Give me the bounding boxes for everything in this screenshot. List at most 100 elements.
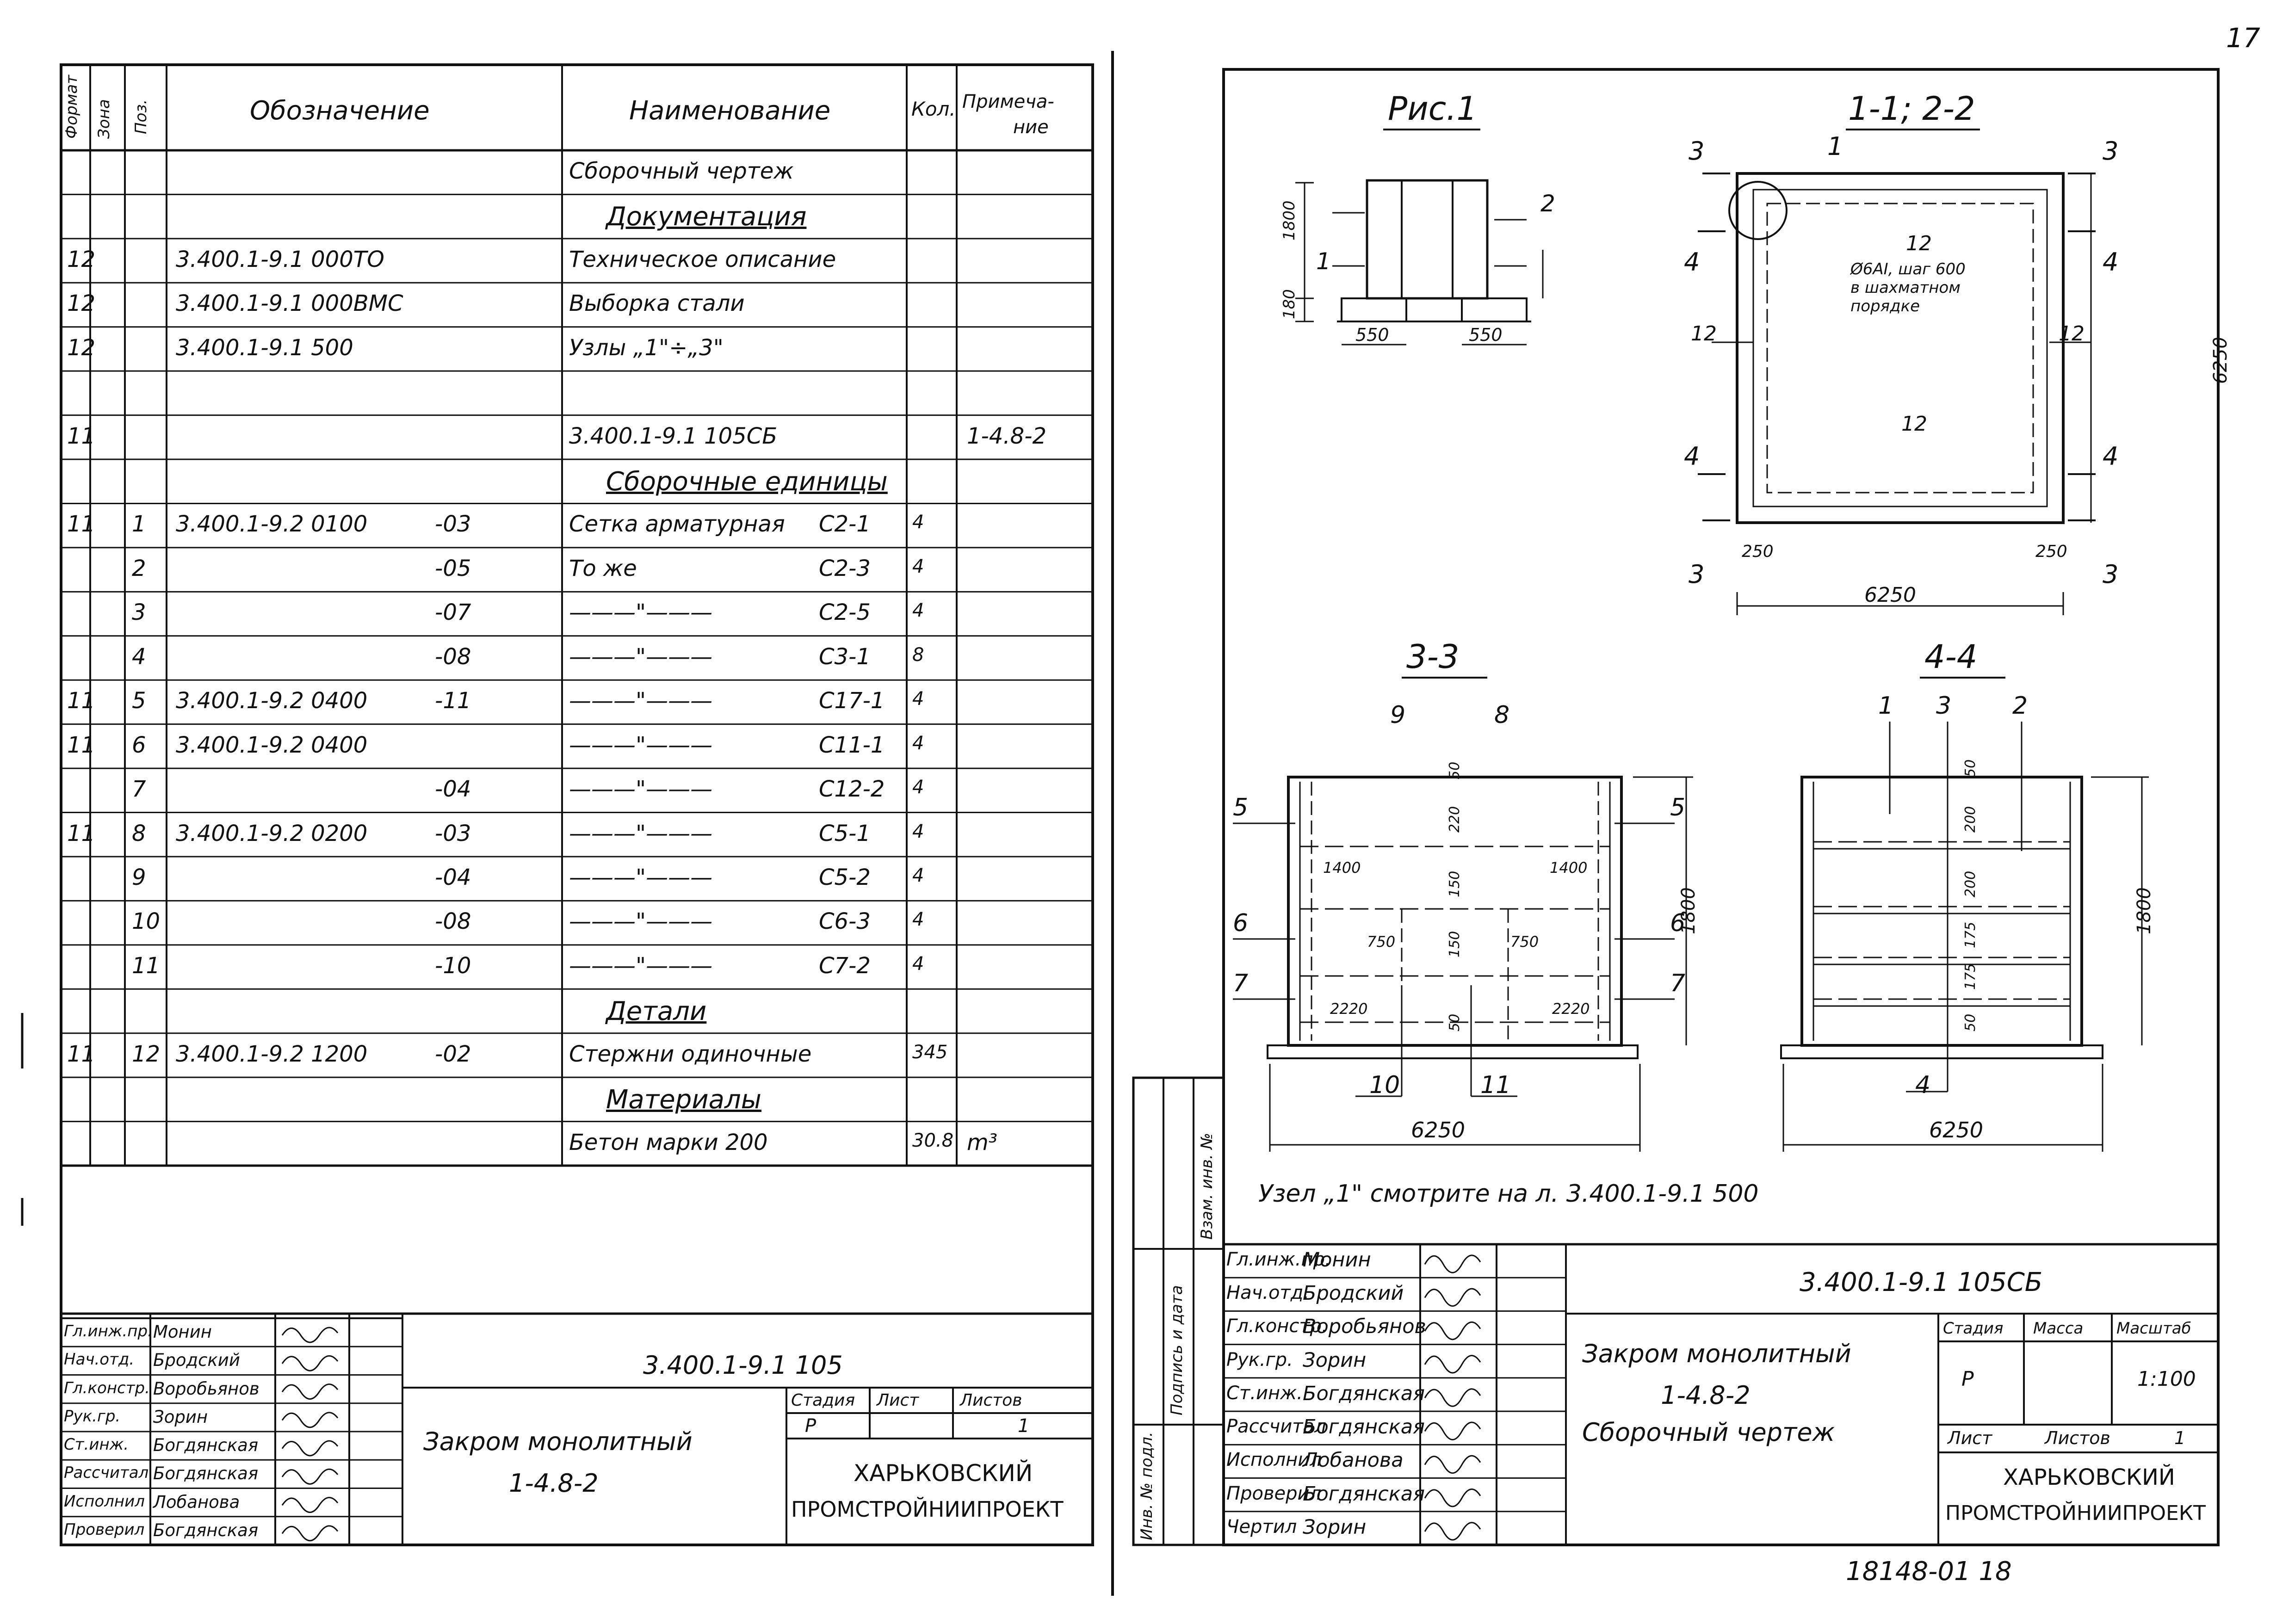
- sec33-title: 3-3: [1406, 638, 1460, 676]
- spec-cell-mark: С6-3: [819, 908, 871, 935]
- right_stamp-name: Богдянская: [1303, 1382, 1425, 1405]
- right-stamp-mass-label: Масса: [2033, 1319, 2084, 1338]
- spec-cell-format: 11: [67, 688, 96, 714]
- sec33-pos6-l: 6: [1233, 909, 1249, 937]
- left-stamp-stage-label: Стадия: [791, 1391, 855, 1410]
- signature-mark: [281, 1355, 339, 1371]
- sec33-pos7-l: 7: [1233, 969, 1249, 997]
- right-stamp-title-1: Закром монолитный: [1582, 1339, 1851, 1368]
- left_stamp-name: Богдянская: [153, 1463, 259, 1484]
- right-stamp-sheet-label: Лист: [1948, 1428, 1992, 1448]
- right-stamp-org-1: ХАРЬКОВСКИЙ: [2003, 1464, 2175, 1490]
- sec33-pos6-r: 6: [1670, 909, 1686, 937]
- sec33-dim-h2: 1400: [1550, 859, 1588, 877]
- right_stamp-role: Гл.инж.пр.: [1226, 1249, 1331, 1270]
- spec-cell-name: ———"———: [569, 776, 713, 803]
- left-stamp-sheets-label: Листов: [960, 1391, 1022, 1410]
- spec-cell-name: Стержни одиночные: [569, 1041, 812, 1067]
- side-inv-dup: Взам. инв. №: [1198, 1133, 1216, 1240]
- spec-cell-designation-suffix: -03: [435, 511, 471, 537]
- spec-cell-mark: С5-2: [819, 864, 871, 890]
- spec-cell-pos: 5: [132, 688, 146, 714]
- spec-cell-name: ———"———: [569, 952, 713, 979]
- spec-cell-designation-suffix: -04: [435, 776, 471, 803]
- spec-cell-designation-suffix: -08: [435, 908, 471, 935]
- spec-cell-name: ———"———: [569, 643, 713, 670]
- spec-cell-designation: 3.400.1-9.2 0200: [176, 820, 368, 846]
- plan-callout-1: 1: [1827, 132, 1843, 161]
- spec-cell-designation-suffix: -02: [435, 1041, 471, 1067]
- sec44-dim-v3: 200: [1962, 871, 1979, 897]
- right_stamp-name: Бродский: [1303, 1282, 1404, 1305]
- left-stamp-title-1: Закром монолитный: [423, 1427, 693, 1456]
- signature-mark: [1424, 1388, 1481, 1407]
- signature-mark: [281, 1440, 339, 1457]
- header-qty: Кол.: [911, 98, 956, 120]
- signature-mark: [281, 1468, 339, 1485]
- spec-table-grid: [21, 63, 1094, 1546]
- fig1-title: Рис.1: [1388, 90, 1477, 128]
- spec-cell-format: 12: [67, 246, 96, 272]
- right-stamp-org-2: ПРОМСТРОЙНИИПРОЕКТ: [1945, 1501, 2206, 1525]
- spec-cell-name: Узлы „1"÷„3": [569, 334, 724, 361]
- sec33-dim-height: 1800: [1678, 887, 1699, 934]
- signature-mark: [1424, 1321, 1481, 1340]
- spec-cell-pos: 3: [132, 599, 146, 626]
- plan-cut4-bl: 4: [1684, 442, 1700, 471]
- spec-cell-qty: 4: [912, 821, 924, 842]
- sec44-dim-v6: 50: [1962, 1013, 1979, 1031]
- left_stamp-role: Рук.гр.: [64, 1407, 121, 1426]
- left_stamp-name: Воробьянов: [153, 1378, 260, 1399]
- fig1-dim-w2: 550: [1469, 325, 1503, 345]
- right-stamp-doc-number: 3.400.1-9.1 105СБ: [1800, 1267, 2043, 1297]
- right_stamp-role: Чертил: [1226, 1516, 1297, 1538]
- spec-cell-name: Материалы: [606, 1085, 761, 1115]
- signature-mark: [1424, 1455, 1481, 1474]
- right_stamp-role: Рук.гр.: [1226, 1349, 1293, 1371]
- sec33-pos5-l: 5: [1233, 794, 1249, 821]
- right_stamp-name: Зорин: [1303, 1348, 1367, 1372]
- right-stamp-stage: Р: [1961, 1367, 1974, 1391]
- spec-cell-name: ———"———: [569, 908, 713, 935]
- right_stamp-role: Рассчитал: [1226, 1416, 1326, 1438]
- spec-cell-name: 3.400.1-9.1 105СБ: [569, 423, 778, 449]
- left_stamp-name: Бродский: [153, 1350, 240, 1371]
- left-stamp-sheets: 1: [1018, 1415, 1030, 1437]
- header-note-1: Примеча-: [962, 91, 1054, 112]
- spec-cell-designation-suffix: -05: [435, 555, 471, 581]
- spec-cell-designation-suffix: -04: [435, 864, 471, 890]
- left-stamp-sheet-label: Лист: [877, 1391, 919, 1410]
- sec33-dim-v3: 150: [1447, 871, 1463, 897]
- spec-cell-designation: 3.400.1-9.2 0400: [176, 732, 368, 758]
- plan-cut3-br: 3: [2103, 560, 2119, 589]
- right_stamp-name: Зорин: [1303, 1515, 1367, 1539]
- spec-cell-pos: 6: [132, 732, 146, 758]
- spec-cell-qty: 8: [912, 644, 924, 666]
- left_stamp-role: Нач.отд.: [64, 1350, 135, 1369]
- plan-dim-corner-r: 250: [2035, 542, 2067, 561]
- spec-cell-designation-suffix: -08: [435, 643, 471, 670]
- spec-cell-qty: 4: [912, 909, 924, 931]
- signature-mark: [281, 1525, 339, 1542]
- left_stamp-name: Лобанова: [153, 1492, 240, 1512]
- spec-cell-qty: 4: [912, 864, 924, 886]
- signature-mark: [1424, 1522, 1481, 1541]
- spec-cell-name: Бетон марки 200: [569, 1129, 768, 1155]
- right_stamp-name: Лобанова: [1303, 1449, 1404, 1472]
- sec33-dim-h3: 750: [1367, 933, 1396, 951]
- signature-mark: [1424, 1254, 1481, 1273]
- fig1-dim-total: 1800: [1280, 200, 1299, 241]
- spec-cell-format: 11: [67, 732, 96, 758]
- sec44-dim-v1: 50: [1962, 759, 1979, 777]
- sec33-dim-h1: 1400: [1323, 859, 1361, 877]
- spec-cell-mark: С7-2: [819, 952, 871, 979]
- spec-cell-designation-suffix: -10: [435, 952, 471, 979]
- spec-cell-name: Сборочные единицы: [606, 467, 888, 497]
- spec-cell-name: Документация: [606, 202, 807, 232]
- sec33-dim-v4: 150: [1447, 931, 1463, 957]
- spec-cell-pos: 1: [132, 511, 146, 537]
- sec44-pos4: 4: [1915, 1071, 1931, 1099]
- sec33-pos10: 10: [1369, 1071, 1400, 1099]
- spec-cell-format: 12: [67, 334, 96, 361]
